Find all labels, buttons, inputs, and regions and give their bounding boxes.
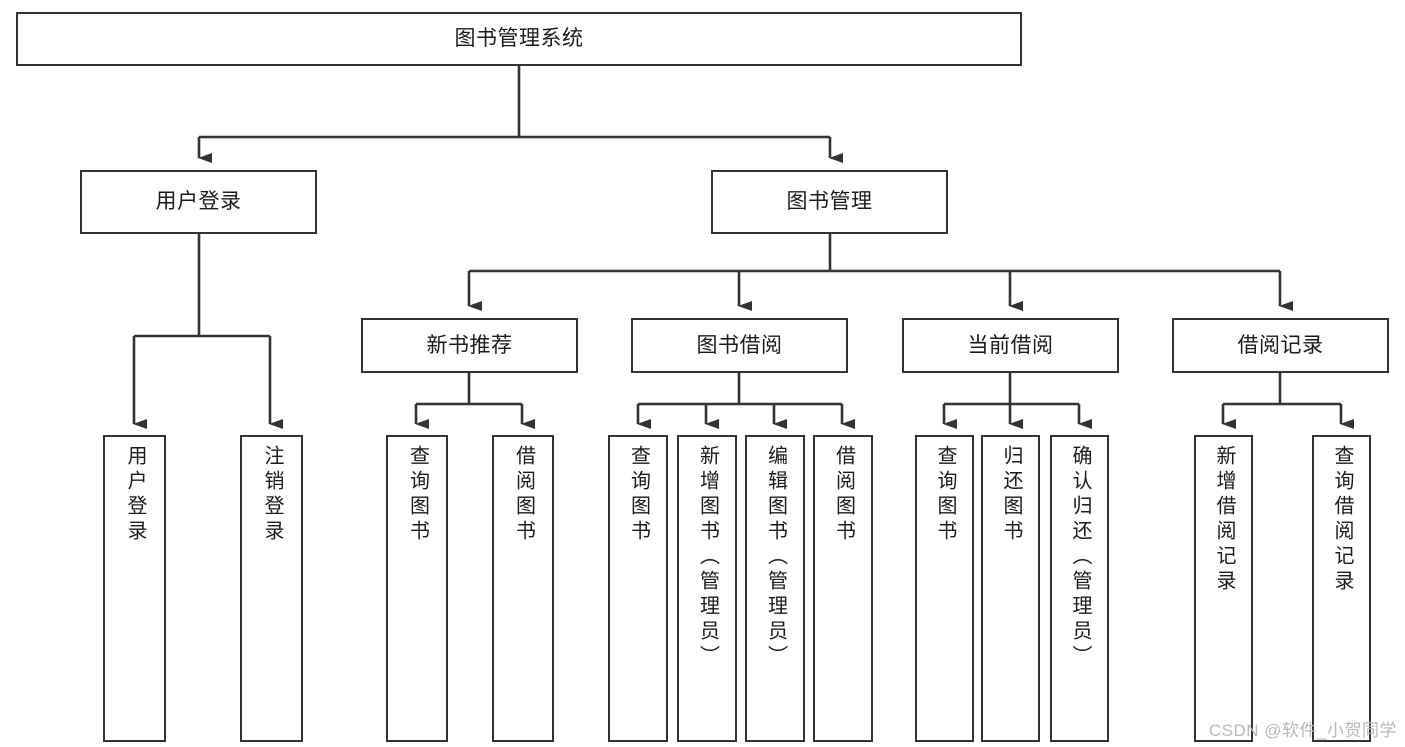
leaf-current-borrow-query-label: 查询图书 [934,445,956,545]
node-root-book-management-system[interactable]: 图书管理系统 [16,12,1022,66]
leaf-current-borrow-confirm-return-label: 确认归还（管理员） [1069,445,1091,670]
leaf-book-borrow-borrow-label: 借阅图书 [832,445,855,545]
leaf-book-borrow-edit[interactable]: 编辑图书（管理员） [745,435,805,742]
leaf-current-borrow-return[interactable]: 归还图书 [981,435,1040,742]
node-current-borrow-label: 当前借阅 [967,333,1054,357]
leaf-user-login-logout[interactable]: 注销登录 [240,435,303,742]
leaf-borrow-record-query-label: 查询借阅记录 [1331,445,1353,595]
leaf-book-borrow-add-label: 新增图书（管理员） [696,445,719,670]
leaf-new-book-borrow-label: 借阅图书 [512,445,535,545]
csdn-watermark: CSDN @软件_小贺同学 [1208,721,1397,740]
leaf-borrow-record-add-label: 新增借阅记录 [1213,445,1235,595]
leaf-new-book-borrow[interactable]: 借阅图书 [492,435,554,742]
leaf-current-borrow-confirm-return[interactable]: 确认归还（管理员） [1050,435,1109,742]
leaf-book-borrow-query[interactable]: 查询图书 [608,435,668,742]
node-book-management[interactable]: 图书管理 [711,170,948,234]
leaf-borrow-record-add[interactable]: 新增借阅记录 [1194,435,1253,742]
leaf-user-login-login-label: 用户登录 [124,445,146,545]
node-book-management-label: 图书管理 [786,190,873,214]
node-borrow-record-label: 借阅记录 [1237,333,1324,357]
node-root-label: 图书管理系统 [454,27,584,51]
node-new-book-recommend-label: 新书推荐 [426,333,513,357]
leaf-book-borrow-add[interactable]: 新增图书（管理员） [677,435,737,742]
leaf-book-borrow-query-label: 查询图书 [627,445,650,545]
leaf-user-login-logout-label: 注销登录 [261,445,283,545]
leaf-current-borrow-query[interactable]: 查询图书 [915,435,974,742]
node-book-borrow-label: 图书借阅 [696,333,783,357]
node-user-login[interactable]: 用户登录 [80,170,317,234]
node-book-borrow[interactable]: 图书借阅 [631,318,848,373]
leaf-borrow-record-query[interactable]: 查询借阅记录 [1312,435,1371,742]
leaf-new-book-query-label: 查询图书 [406,445,429,545]
leaf-book-borrow-borrow[interactable]: 借阅图书 [813,435,873,742]
node-borrow-record[interactable]: 借阅记录 [1172,318,1389,373]
leaf-user-login-login[interactable]: 用户登录 [103,435,166,742]
node-user-login-label: 用户登录 [155,190,242,214]
node-current-borrow[interactable]: 当前借阅 [902,318,1119,373]
leaf-book-borrow-edit-label: 编辑图书（管理员） [764,445,787,670]
node-new-book-recommend[interactable]: 新书推荐 [361,318,578,373]
leaf-current-borrow-return-label: 归还图书 [1000,445,1022,545]
leaf-new-book-query[interactable]: 查询图书 [386,435,448,742]
